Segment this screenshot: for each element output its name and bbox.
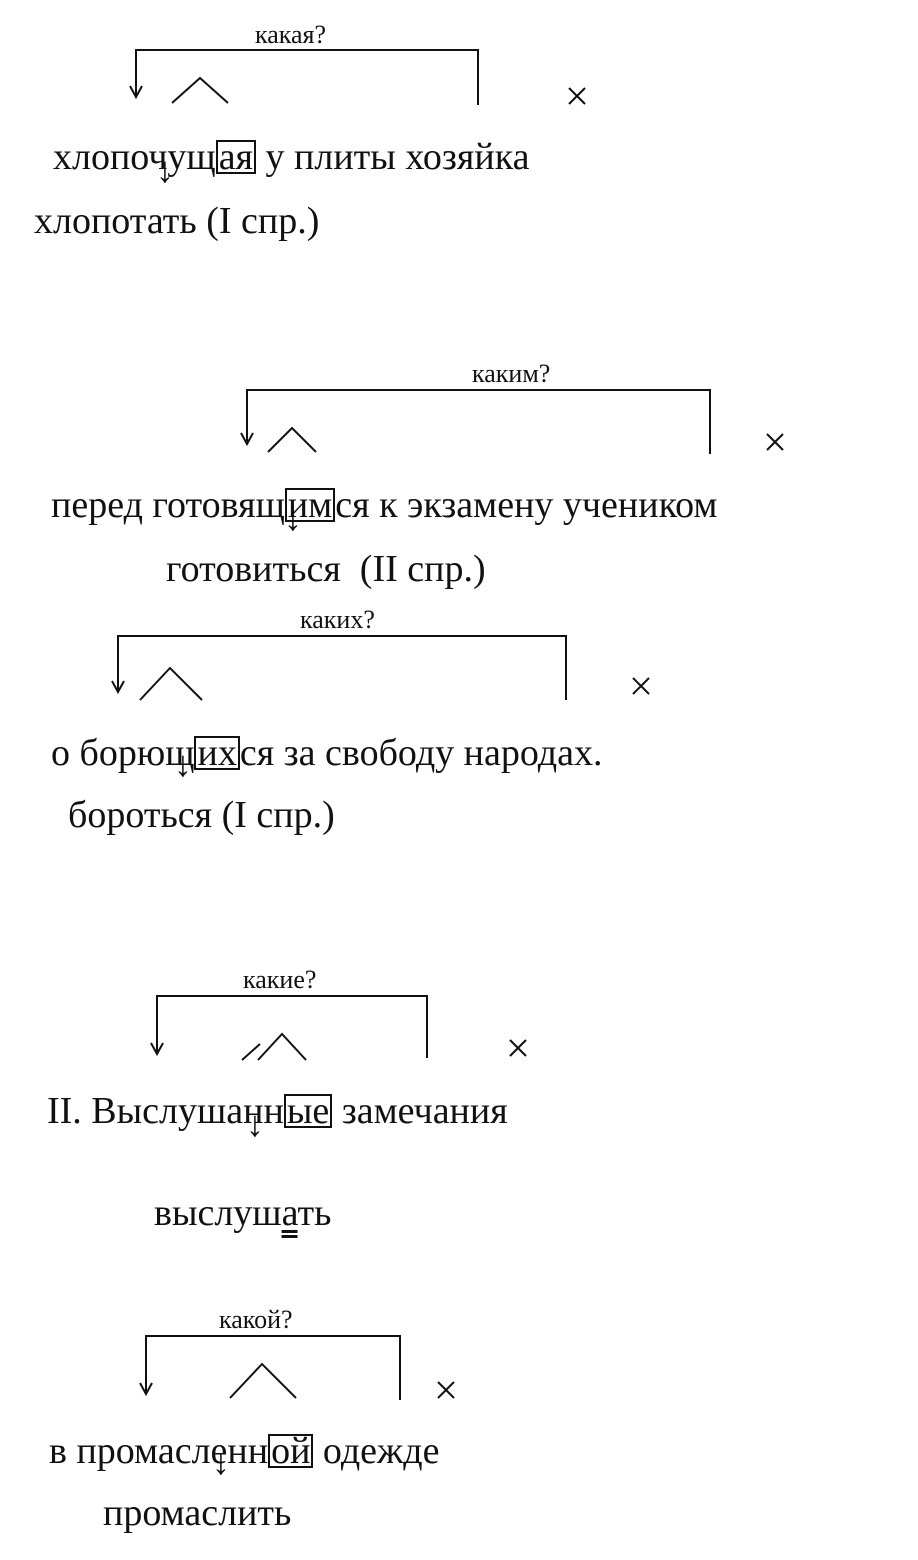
participle-phrase-4: II. Выслушанные замечания <box>28 1054 508 1130</box>
ending-box-1: ая <box>215 138 257 176</box>
cross-mark-2 <box>766 433 784 451</box>
down-arrow-icon-4: ↓ <box>246 1104 264 1144</box>
cross-mark-3 <box>632 677 650 695</box>
down-arrow-icon-1: ↓ <box>156 150 174 190</box>
phrase-text-2a: перед готовящ <box>51 484 285 526</box>
phrase-text-5b: одежде <box>313 1430 440 1472</box>
phrase-text-5a: в промасленн <box>49 1430 269 1472</box>
question-bracket-3 <box>111 635 567 700</box>
verb-text-4b: ть <box>297 1192 332 1234</box>
ending-box-5: ой <box>268 1432 314 1470</box>
suffix-roof-5 <box>229 1362 297 1399</box>
question-label-2: каким? <box>472 359 551 388</box>
question-bracket-4 <box>150 995 428 1058</box>
phrase-text-2b: ся к экзамену учеником <box>335 484 718 526</box>
source-verb-4: выслушать <box>135 1156 331 1232</box>
question-label-1: какая? <box>255 20 327 49</box>
question-bracket-2 <box>240 389 711 454</box>
cross-mark-4 <box>509 1039 527 1057</box>
verb-stem-vowel-4: а <box>281 1192 298 1234</box>
participle-phrase-1: хлопочущая у плиты хозяйка <box>34 100 529 176</box>
source-verb-2: готовиться (II спр.) <box>166 548 486 590</box>
source-verb-3: бороться (I спр.) <box>68 794 335 836</box>
ending-box-2: им <box>284 486 336 524</box>
participle-phrase-5: в промасленной одежде <box>30 1394 439 1470</box>
ending-box-3: их <box>194 734 240 772</box>
verb-text-4a: выслуш <box>154 1192 282 1234</box>
cross-mark-1 <box>568 87 586 105</box>
participle-phrase-3: о борющихся за свободу народах. <box>32 696 602 772</box>
phrase-text-3b: ся за свободу народах. <box>239 732 603 774</box>
phrase-text-1a: хлопочущ <box>53 136 216 178</box>
cross-mark-5 <box>437 1381 455 1399</box>
ending-box-4: ые <box>283 1092 333 1130</box>
down-arrow-icon-2: ↓ <box>284 498 302 538</box>
participle-phrase-2: перед готовящимся к экзамену учеником <box>32 448 717 524</box>
question-bracket-1 <box>129 49 479 105</box>
question-bracket-5 <box>139 1335 401 1400</box>
phrase-text-1b: у плиты хозяйка <box>256 136 530 178</box>
question-label-3: каких? <box>300 605 375 634</box>
source-verb-1: хлопотать (I спр.) <box>34 200 320 242</box>
down-arrow-icon-3: ↓ <box>174 744 192 784</box>
phrase-text-4b: замечания <box>332 1090 508 1132</box>
phrase-text-4a: II. Выслушанн <box>47 1090 284 1132</box>
question-label-4: какие? <box>243 965 317 994</box>
phrase-text-3a: о борющ <box>51 732 195 774</box>
question-label-5: какой? <box>219 1305 293 1334</box>
down-arrow-icon-5: ↓ <box>212 1442 230 1482</box>
source-verb-5: промаслить <box>103 1492 292 1534</box>
